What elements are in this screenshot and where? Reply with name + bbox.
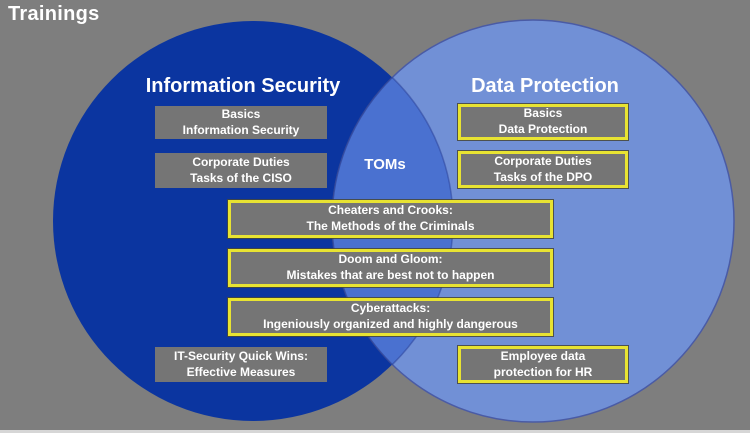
box-line: Corporate Duties — [192, 154, 290, 169]
box-line: IT-Security Quick Wins: — [174, 348, 308, 363]
box-line: Ingeniously organized and highly dangero… — [263, 317, 518, 331]
box-line: Employee data — [500, 348, 586, 363]
training-box-it-security-quick-wins: IT-Security Quick Wins: Effective Measur… — [155, 347, 327, 382]
box-line: Basics — [523, 106, 563, 121]
training-box-basics-data-protection: Basics Data Protection — [457, 103, 629, 141]
box-line: Tasks of the CISO — [190, 170, 292, 185]
training-box-basics-information-security: Basics Information Security — [155, 106, 327, 139]
training-box-employee-data-protection-hr: Employee data protection for HR — [457, 345, 629, 384]
box-line: Mistakes that are best not to happen — [286, 268, 495, 282]
box-line: Tasks of the DPO — [493, 169, 593, 184]
box-line: Basics — [221, 106, 261, 121]
circle-title-data-protection: Data Protection — [471, 75, 619, 97]
box-line: Corporate Duties — [494, 153, 592, 168]
box-line: Cyberattacks: — [350, 301, 431, 316]
training-box-cheaters-and-crooks: Cheaters and Crooks: The Methods of the … — [227, 199, 554, 239]
circle-title-information-security: Information Security — [145, 75, 341, 97]
box-line: protection for HR — [493, 364, 593, 379]
slide-title: Trainings — [8, 3, 100, 25]
box-line: The Methods of the Criminals — [306, 219, 475, 233]
training-box-cyberattacks: Cyberattacks: Ingeniously organized and … — [227, 297, 554, 337]
box-line: Data Protection — [498, 122, 588, 136]
box-line: Information Security — [182, 122, 300, 137]
box-line: Doom and Gloom: — [338, 252, 443, 267]
training-box-doom-and-gloom: Doom and Gloom: Mistakes that are best n… — [227, 248, 554, 288]
box-line: Cheaters and Crooks: — [328, 203, 453, 218]
overlap-label-toms: TOMs — [364, 156, 406, 173]
training-box-corporate-duties-ciso: Corporate Duties Tasks of the CISO — [155, 153, 327, 188]
training-box-corporate-duties-dpo: Corporate Duties Tasks of the DPO — [457, 150, 629, 189]
box-line: Effective Measures — [186, 364, 296, 379]
slide-bottom-edge — [0, 430, 750, 433]
